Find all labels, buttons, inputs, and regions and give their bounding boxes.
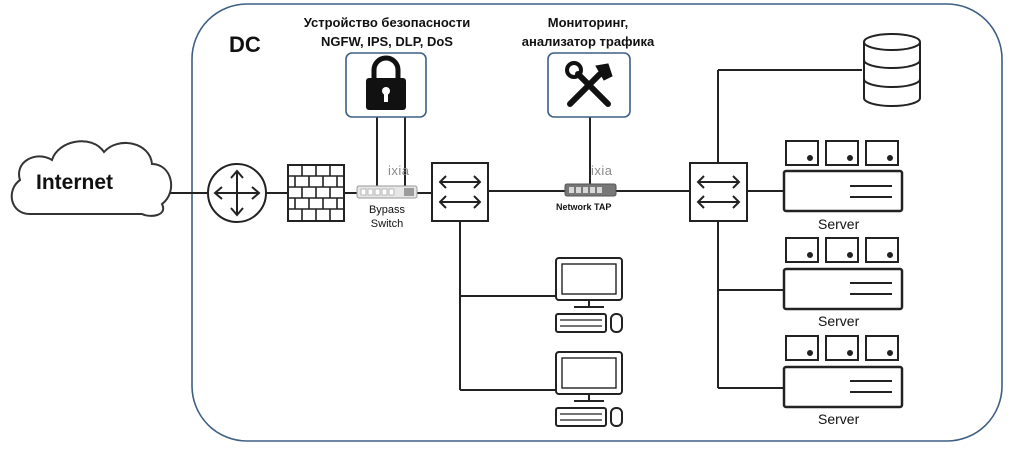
server-icon: [782, 335, 904, 409]
bypass-switch-label: Bypass Switch: [356, 203, 418, 231]
security-device-line2: NGFW, IPS, DLP, DoS: [321, 34, 453, 49]
dc-label: DC: [229, 32, 261, 57]
server-icon: [782, 237, 904, 311]
monitoring-line2: анализатор трафика: [521, 34, 655, 49]
internet-label: Internet: [36, 171, 114, 194]
bypass-switch-device: [356, 185, 418, 199]
network-tap-label: Network TAP: [556, 202, 612, 212]
firewall-icon: [287, 164, 345, 222]
server-label: Server: [818, 216, 860, 232]
server-label: Server: [818, 313, 860, 329]
server-label: Server: [818, 411, 860, 427]
dc-boundary: [191, 3, 1003, 442]
bypass-switch-line1: Bypass: [368, 204, 406, 216]
tap-brand-label: ixia: [591, 163, 613, 178]
monitoring-title: Мониторинг, анализатор трафика: [503, 13, 673, 51]
server-icon: [782, 140, 904, 213]
lock-icon: [366, 55, 406, 110]
core-switch-right: [689, 162, 748, 222]
bypass-brand-label: ixia: [388, 163, 410, 178]
tools-icon: [565, 61, 613, 107]
security-device-line1: Устройство безопасности: [303, 15, 471, 30]
workstation-icon: [555, 351, 623, 427]
network-tap-device: [564, 183, 617, 197]
monitoring-line1: Мониторинг,: [547, 15, 629, 30]
workstation-icon: [555, 257, 623, 333]
router-icon: [207, 163, 267, 223]
internet-cloud: [10, 140, 172, 217]
core-switch-left: [431, 162, 489, 222]
bypass-switch-line2: Switch: [370, 218, 404, 230]
connection-lines: [170, 69, 862, 391]
security-device-title: Устройство безопасности NGFW, IPS, DLP, …: [292, 13, 482, 51]
database-icon: [863, 33, 921, 107]
